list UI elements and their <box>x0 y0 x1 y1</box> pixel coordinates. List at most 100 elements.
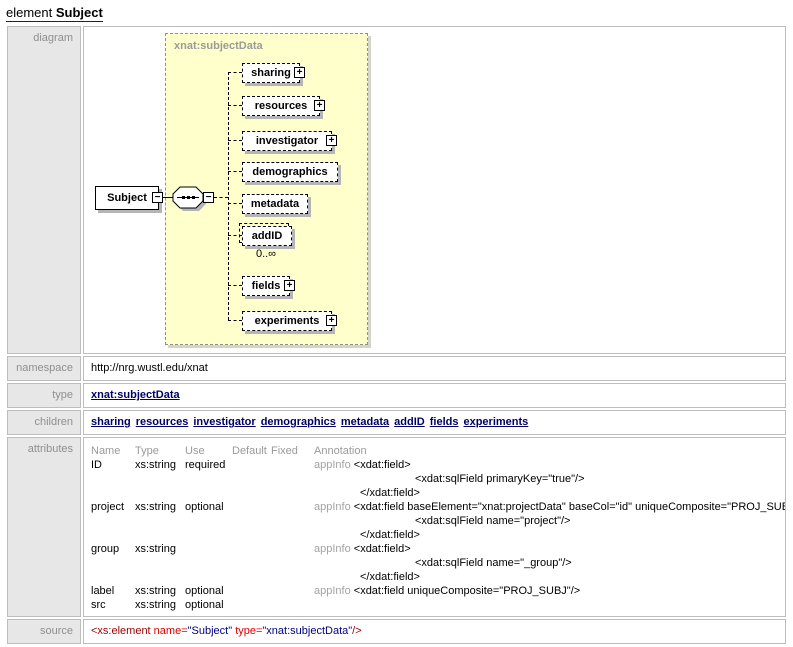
diagram-node-sharing-label: sharing <box>251 66 291 79</box>
attr-use: optional <box>185 599 224 611</box>
attributes-cell: Name Type Use Default Fixed Annotation I… <box>83 437 786 617</box>
row-label-attributes: attributes <box>7 437 81 617</box>
page-title-element-name: Subject <box>55 5 103 20</box>
diagram-node-demographics[interactable]: demographics <box>242 162 338 182</box>
appinfo-tag: appInfo <box>314 459 351 471</box>
source-attr-name: name= <box>153 625 188 637</box>
row-label-type: type <box>7 383 81 408</box>
page-title: element Subject <box>6 5 103 22</box>
child-link-demographics[interactable]: demographics <box>260 416 336 428</box>
connector-stub <box>228 235 242 236</box>
connector-stub <box>228 140 242 141</box>
attr-header-annotation: Annotation <box>314 445 367 457</box>
type-cell: xnat:subjectData <box>83 383 786 408</box>
attr-use: required <box>185 459 226 471</box>
diagram-node-experiments[interactable]: experiments + <box>242 311 337 331</box>
expand-icon[interactable]: + <box>284 280 295 291</box>
connector-stub <box>228 105 242 106</box>
expand-icon[interactable]: + <box>314 100 325 111</box>
attribute-row-src: src xs:string optional <box>88 598 781 612</box>
source-cell: <xs:element name="Subject" type="xnat:su… <box>83 619 786 644</box>
element-doc-table: diagram xnat:subjectData Subject − − <box>7 26 786 644</box>
sequence-icon <box>172 186 206 211</box>
attr-annotation: appInfo <xdat:field> <xdat:sqlField name… <box>314 543 572 583</box>
appinfo-tag: appInfo <box>314 501 351 513</box>
diagram-node-experiments-label: experiments <box>254 314 320 327</box>
row-label-diagram: diagram <box>7 26 81 354</box>
attribute-row-id: ID xs:string required appInfo <xdat:fiel… <box>88 458 781 500</box>
attribute-row-project: project xs:string optional appInfo <xdat… <box>88 500 786 542</box>
diagram-node-metadata-label: metadata <box>250 197 300 210</box>
expand-icon[interactable]: + <box>326 315 337 326</box>
child-link-metadata[interactable]: metadata <box>340 416 390 428</box>
row-label-children: children <box>7 410 81 435</box>
type-link[interactable]: xnat:subjectData <box>91 389 180 401</box>
expand-icon[interactable]: + <box>326 135 337 146</box>
source-tag-close: /> <box>352 625 362 637</box>
attr-annotation: appInfo <xdat:field uniqueComposite="PRO… <box>314 585 581 597</box>
attributes-header-row: Name Type Use Default Fixed Annotation <box>88 444 781 458</box>
diagram-node-demographics-label: demographics <box>252 165 328 178</box>
child-link-fields[interactable]: fields <box>429 416 459 428</box>
connector-stub <box>228 72 242 73</box>
connector-line <box>214 197 228 198</box>
diagram-node-addid-label: addID <box>251 229 283 242</box>
source-attr-value: "Subject" <box>187 625 236 637</box>
attr-header-fixed: Fixed <box>271 445 298 457</box>
child-link-experiments[interactable]: experiments <box>463 416 529 428</box>
namespace-cell: http://nrg.wustl.edu/xnat <box>83 356 786 381</box>
row-label-namespace: namespace <box>7 356 81 381</box>
connector-line <box>163 197 173 198</box>
attribute-row-group: group xs:string appInfo <xdat:field> <xd… <box>88 542 781 584</box>
diagram-node-resources[interactable]: resources + <box>242 96 325 116</box>
attr-use: optional <box>185 585 224 597</box>
diagram-node-investigator[interactable]: investigator + <box>242 131 337 151</box>
attr-type: xs:string <box>135 459 176 471</box>
attr-type: xs:string <box>135 599 176 611</box>
attr-type: xs:string <box>135 543 176 555</box>
collapse-icon[interactable]: − <box>152 192 163 203</box>
child-link-resources[interactable]: resources <box>135 416 189 428</box>
attribute-row-label: label xs:string optional appInfo <xdat:f… <box>88 584 781 598</box>
collapse-icon[interactable]: − <box>203 192 214 203</box>
child-link-investigator[interactable]: investigator <box>193 416 256 428</box>
attr-type: xs:string <box>135 501 176 513</box>
diagram-node-fields-label: fields <box>251 279 281 292</box>
diagram-cell: xnat:subjectData Subject − − <box>83 26 786 354</box>
child-link-sharing[interactable]: sharing <box>91 416 131 428</box>
diagram-node-subject[interactable]: Subject <box>95 186 159 210</box>
attr-name: group <box>91 543 120 555</box>
attr-header-use: Use <box>185 445 205 457</box>
diagram-node-sharing[interactable]: sharing + <box>242 63 305 83</box>
attr-name: project <box>91 501 125 513</box>
occurrence-label: 0..∞ <box>255 248 277 260</box>
attr-use: optional <box>185 501 224 513</box>
source-attr-name: type= <box>235 625 263 637</box>
appinfo-tag: appInfo <box>314 585 351 597</box>
attr-header-type: Type <box>135 445 159 457</box>
child-link-addid[interactable]: addID <box>394 416 425 428</box>
appinfo-tag: appInfo <box>314 543 351 555</box>
diagram-node-investigator-label: investigator <box>255 134 319 147</box>
attr-type: xs:string <box>135 585 176 597</box>
diagram-node-addid[interactable]: addID <box>242 226 292 246</box>
expand-icon[interactable]: + <box>294 67 305 78</box>
attr-name: ID <box>91 459 102 471</box>
diagram-node-fields[interactable]: fields + <box>242 276 295 296</box>
attr-header-default: Default <box>232 445 267 457</box>
connector-stub <box>228 203 242 204</box>
page-title-kind: element <box>6 5 53 20</box>
connector-spine <box>228 72 229 320</box>
row-label-source: source <box>7 619 81 644</box>
diagram-node-metadata[interactable]: metadata <box>242 194 308 214</box>
source-attr-value: "xnat:subjectData" <box>262 625 353 637</box>
diagram-node-subject-label: Subject <box>107 191 147 204</box>
attr-name: label <box>91 585 115 597</box>
connector-stub <box>228 285 242 286</box>
connector-stub <box>228 171 242 172</box>
children-cell: sharing resources investigator demographics… <box>83 410 786 435</box>
attr-annotation: appInfo <xdat:field> <xdat:sqlField prim… <box>314 459 585 499</box>
complex-type-name: xnat:subjectData <box>174 40 263 52</box>
namespace-value: http://nrg.wustl.edu/xnat <box>91 362 208 374</box>
attr-annotation: appInfo <xdat:field baseElement="xnat:pr… <box>314 501 786 541</box>
